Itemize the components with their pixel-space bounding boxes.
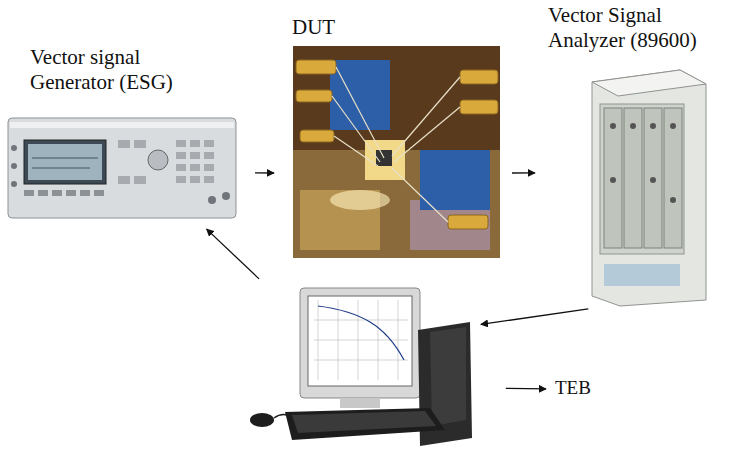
arrow-connector xyxy=(207,229,260,279)
device-node: DUT xyxy=(290,15,502,260)
output-node: TEB xyxy=(552,375,610,402)
signal-analyzer-picture xyxy=(592,70,706,306)
dut-photo xyxy=(293,46,500,258)
node-label: Vector signal Generator (ESG) xyxy=(30,45,195,95)
signal-generator-picture xyxy=(8,118,236,218)
node-label: TEB xyxy=(555,375,591,400)
arrow-connector xyxy=(255,172,274,173)
arrow-connector xyxy=(506,388,546,390)
computer-node xyxy=(240,283,475,452)
arrow-connector xyxy=(512,172,535,173)
instrument-node: Vector Signal Analyzer (89600) xyxy=(545,3,742,308)
arrow-connector xyxy=(481,309,588,325)
instrument-node: Vector signal Generator (ESG) xyxy=(5,45,237,225)
node-label: DUT xyxy=(292,15,335,40)
node-label: Vector Signal Analyzer (89600) xyxy=(548,3,738,53)
computer-picture xyxy=(250,288,472,446)
